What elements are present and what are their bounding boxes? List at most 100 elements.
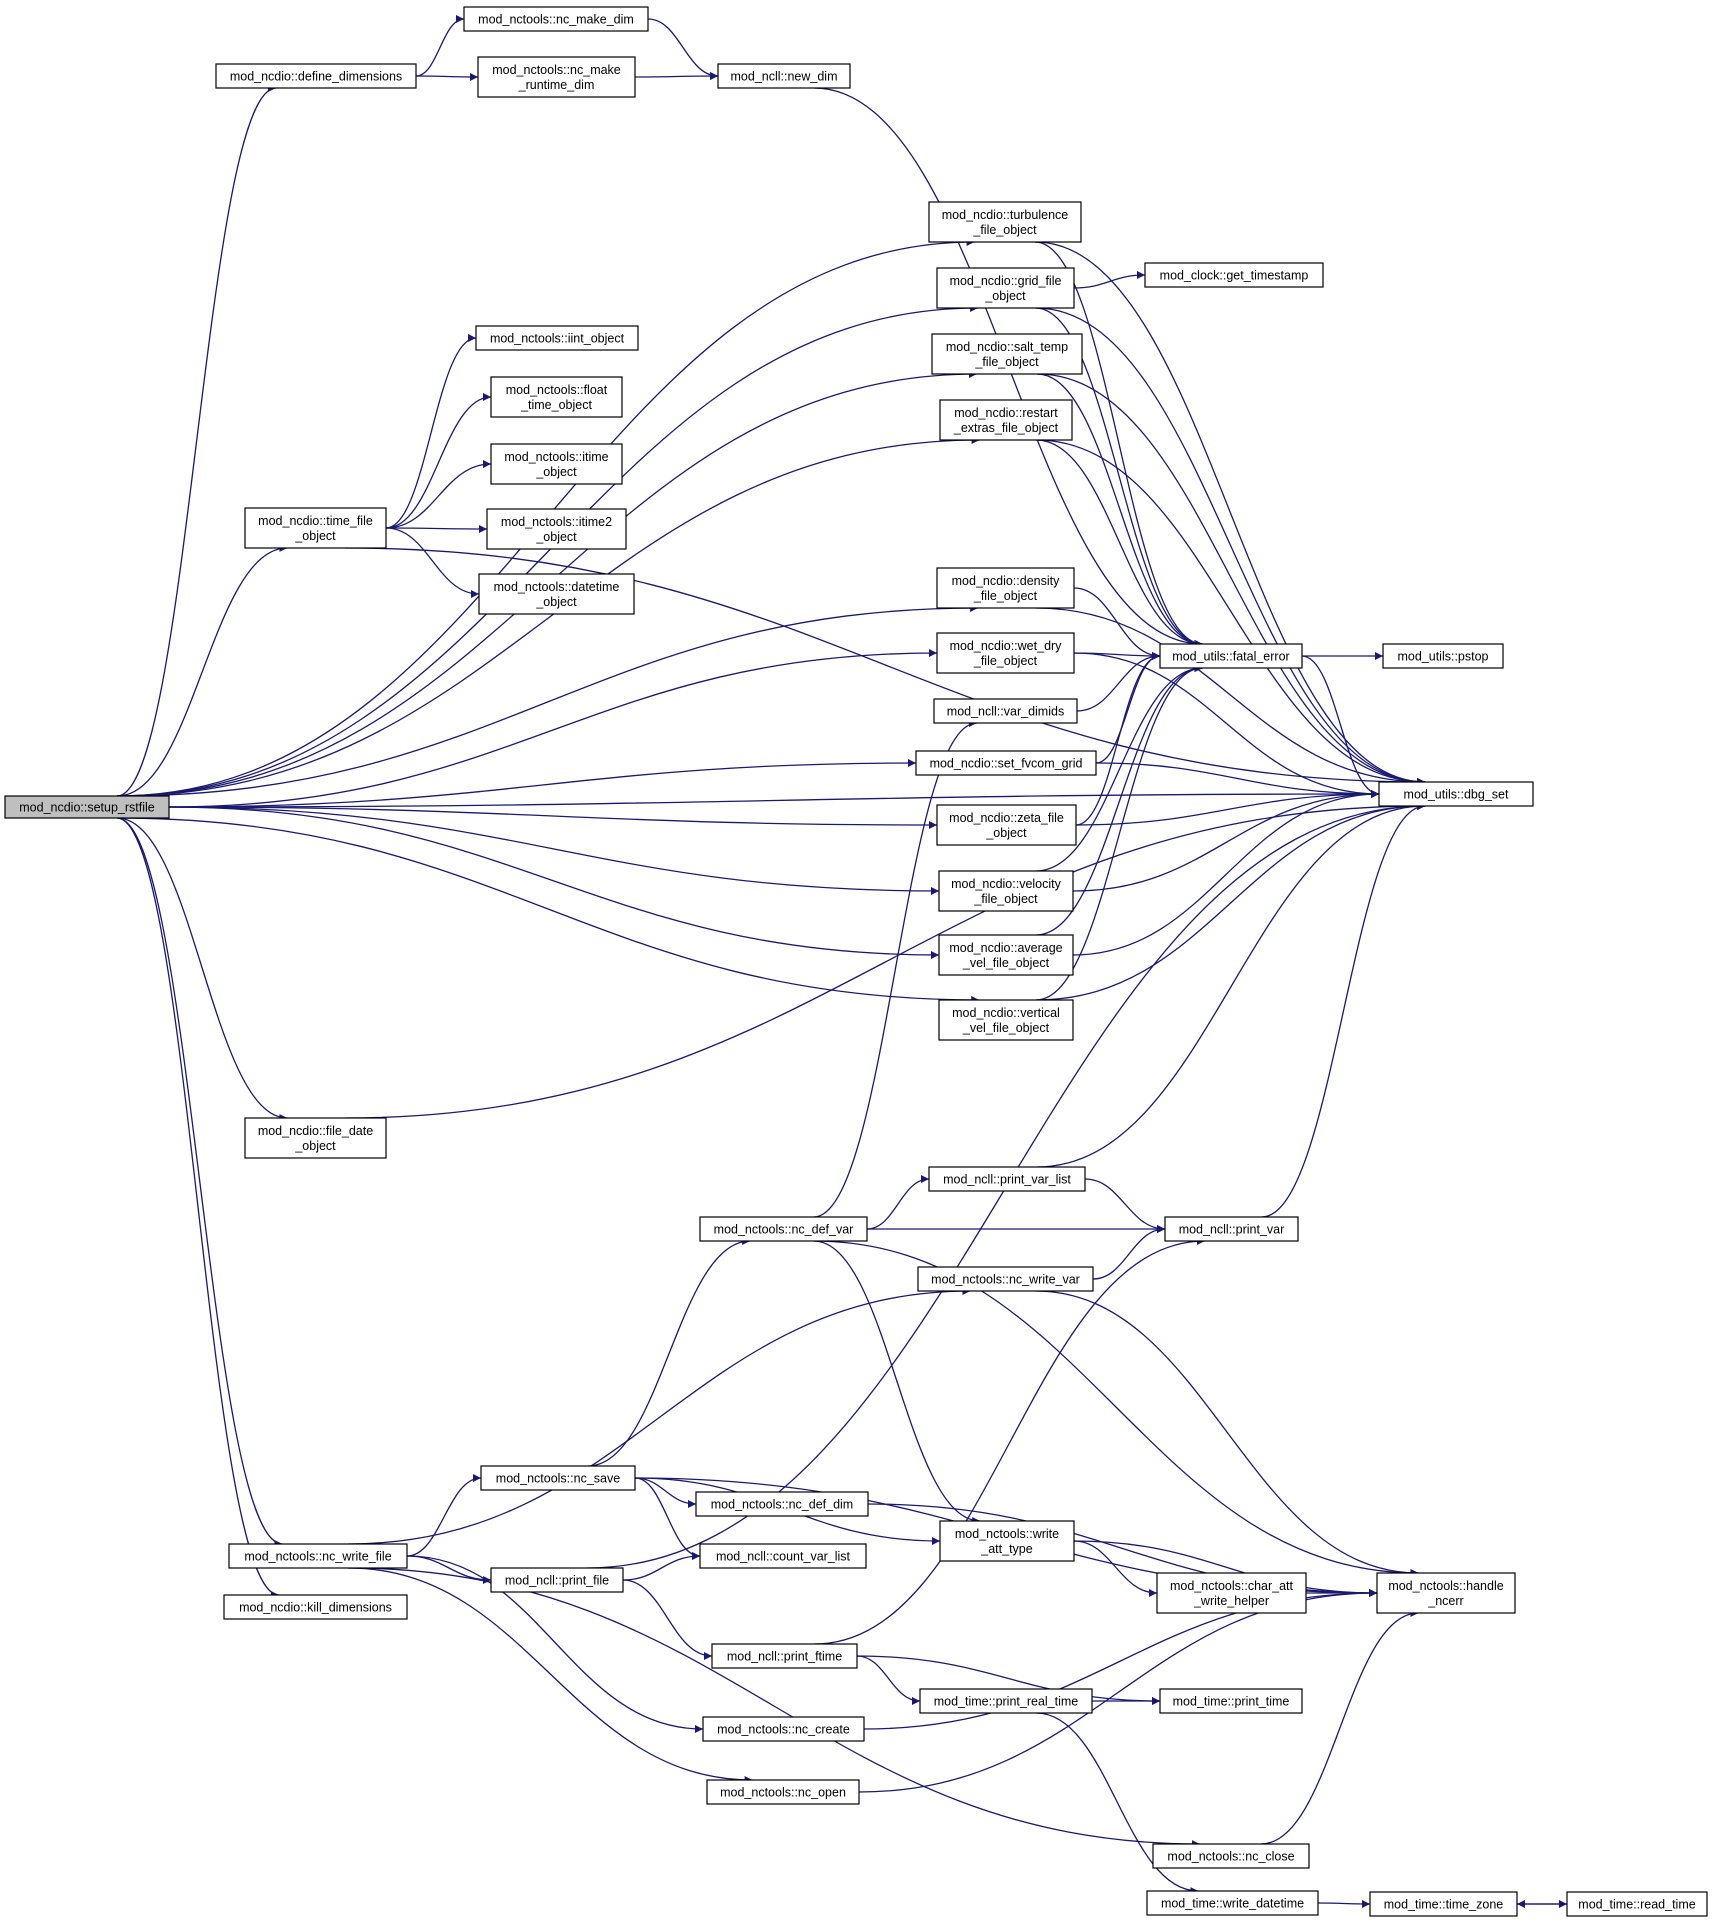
node-box-restart_extras_file_object[interactable] [939, 399, 1073, 441]
node-setup_rstfile[interactable]: mod_ncdio::setup_rstfile [4, 795, 170, 819]
node-nc_make_dim[interactable]: mod_nctools::nc_make_dim [463, 6, 649, 32]
node-var_dimids[interactable]: mod_ncll::var_dimids [933, 698, 1078, 724]
node-box-print_time[interactable] [1159, 1688, 1303, 1714]
node-file_date_object[interactable]: mod_ncdio::file_date_object [244, 1117, 387, 1159]
node-box-setup_rstfile[interactable] [4, 795, 170, 819]
node-box-velocity_file_object[interactable] [938, 870, 1074, 912]
node-zeta_file_object[interactable]: mod_ncdio::zeta_file_object [936, 804, 1077, 846]
node-print_time[interactable]: mod_time::print_time [1159, 1688, 1303, 1714]
node-box-dbg_set[interactable] [1378, 781, 1534, 807]
node-box-nc_make_dim[interactable] [463, 6, 649, 32]
node-box-vertical_vel_file_object[interactable] [938, 999, 1074, 1041]
node-read_time[interactable]: mod_time::read_time [1566, 1891, 1708, 1917]
node-box-nc_make_runtime_dim[interactable] [477, 56, 636, 98]
node-box-datetime_object[interactable] [478, 573, 635, 615]
node-nc_create[interactable]: mod_nctools::nc_create [702, 1716, 865, 1742]
node-box-var_dimids[interactable] [933, 698, 1078, 724]
node-box-print_real_time[interactable] [919, 1688, 1093, 1714]
node-box-read_time[interactable] [1566, 1891, 1708, 1917]
node-print_real_time[interactable]: mod_time::print_real_time [919, 1688, 1093, 1714]
node-box-print_var_list[interactable] [928, 1166, 1086, 1192]
node-box-average_vel_file_object[interactable] [938, 934, 1074, 976]
node-velocity_file_object[interactable]: mod_ncdio::velocity_file_object [938, 870, 1074, 912]
node-nc_write_var[interactable]: mod_nctools::nc_write_var [917, 1266, 1094, 1292]
node-box-get_timestamp[interactable] [1144, 262, 1324, 288]
node-kill_dimensions[interactable]: mod_ncdio::kill_dimensions [223, 1594, 408, 1620]
node-box-fatal_error[interactable] [1159, 643, 1303, 669]
node-turbulence_file_object[interactable]: mod_ncdio::turbulence_file_object [928, 201, 1082, 243]
node-nc_def_dim[interactable]: mod_nctools::nc_def_dim [695, 1491, 869, 1517]
node-print_file[interactable]: mod_ncll::print_file [490, 1567, 624, 1593]
node-average_vel_file_object[interactable]: mod_ncdio::average_vel_file_object [938, 934, 1074, 976]
node-print_ftime[interactable]: mod_ncll::print_ftime [711, 1643, 858, 1669]
node-nc_open[interactable]: mod_nctools::nc_open [706, 1779, 860, 1805]
node-box-zeta_file_object[interactable] [936, 804, 1077, 846]
node-box-itime_object[interactable] [490, 443, 623, 485]
node-time_zone[interactable]: mod_time::time_zone [1369, 1891, 1518, 1917]
node-box-pstop[interactable] [1382, 643, 1504, 669]
node-box-print_ftime[interactable] [711, 1643, 858, 1669]
node-box-nc_create[interactable] [702, 1716, 865, 1742]
node-box-itime2_object[interactable] [486, 508, 627, 550]
node-box-nc_save[interactable] [480, 1465, 636, 1491]
node-box-char_att_write_helper[interactable] [1156, 1572, 1307, 1614]
node-nc_save[interactable]: mod_nctools::nc_save [480, 1465, 636, 1491]
node-box-nc_def_var[interactable] [699, 1216, 868, 1242]
node-box-file_date_object[interactable] [244, 1117, 387, 1159]
node-iint_object[interactable]: mod_nctools::iint_object [475, 325, 639, 351]
node-box-count_var_list[interactable] [699, 1543, 867, 1569]
node-char_att_write_helper[interactable]: mod_nctools::char_att_write_helper [1156, 1572, 1307, 1614]
node-nc_make_runtime_dim[interactable]: mod_nctools::nc_make_runtime_dim [477, 56, 636, 98]
node-box-time_file_object[interactable] [244, 507, 387, 549]
node-box-nc_close[interactable] [1152, 1843, 1310, 1869]
node-restart_extras_file_object[interactable]: mod_ncdio::restart_extras_file_object [939, 399, 1073, 441]
node-box-write_att_type[interactable] [939, 1520, 1075, 1562]
node-box-nc_def_dim[interactable] [695, 1491, 869, 1517]
node-wet_dry_file_object[interactable]: mod_ncdio::wet_dry_file_object [936, 632, 1075, 674]
node-salt_temp_file_object[interactable]: mod_ncdio::salt_temp_file_object [931, 333, 1083, 375]
node-get_timestamp[interactable]: mod_clock::get_timestamp [1144, 262, 1324, 288]
node-float_time_object[interactable]: mod_nctools::float_time_object [490, 376, 623, 418]
node-box-nc_write_var[interactable] [917, 1266, 1094, 1292]
node-box-print_var[interactable] [1164, 1216, 1299, 1242]
node-handle_ncerr[interactable]: mod_nctools::handle_ncerr [1376, 1572, 1516, 1614]
node-box-handle_ncerr[interactable] [1376, 1572, 1516, 1614]
node-density_file_object[interactable]: mod_ncdio::density_file_object [936, 567, 1075, 609]
node-box-turbulence_file_object[interactable] [928, 201, 1082, 243]
node-box-density_file_object[interactable] [936, 567, 1075, 609]
node-write_att_type[interactable]: mod_nctools::write_att_type [939, 1520, 1075, 1562]
node-pstop[interactable]: mod_utils::pstop [1382, 643, 1504, 669]
node-box-salt_temp_file_object[interactable] [931, 333, 1083, 375]
node-box-define_dimensions[interactable] [215, 63, 417, 89]
node-datetime_object[interactable]: mod_nctools::datetime_object [478, 573, 635, 615]
node-box-float_time_object[interactable] [490, 376, 623, 418]
node-nc_close[interactable]: mod_nctools::nc_close [1152, 1843, 1310, 1869]
node-box-grid_file_object[interactable] [936, 267, 1075, 309]
node-box-print_file[interactable] [490, 1567, 624, 1593]
node-grid_file_object[interactable]: mod_ncdio::grid_file_object [936, 267, 1075, 309]
node-nc_def_var[interactable]: mod_nctools::nc_def_var [699, 1216, 868, 1242]
node-vertical_vel_file_object[interactable]: mod_ncdio::vertical_vel_file_object [938, 999, 1074, 1041]
node-nc_write_file[interactable]: mod_nctools::nc_write_file [228, 1543, 408, 1569]
node-dbg_set[interactable]: mod_utils::dbg_set [1378, 781, 1534, 807]
node-set_fvcom_grid[interactable]: mod_ncdio::set_fvcom_grid [915, 750, 1097, 776]
node-new_dim[interactable]: mod_ncll::new_dim [717, 63, 851, 89]
node-box-time_zone[interactable] [1369, 1891, 1518, 1917]
node-time_file_object[interactable]: mod_ncdio::time_file_object [244, 507, 387, 549]
node-count_var_list[interactable]: mod_ncll::count_var_list [699, 1543, 867, 1569]
node-box-nc_open[interactable] [706, 1779, 860, 1805]
node-box-set_fvcom_grid[interactable] [915, 750, 1097, 776]
node-itime2_object[interactable]: mod_nctools::itime2_object [486, 508, 627, 550]
node-print_var[interactable]: mod_ncll::print_var [1164, 1216, 1299, 1242]
node-define_dimensions[interactable]: mod_ncdio::define_dimensions [215, 63, 417, 89]
node-print_var_list[interactable]: mod_ncll::print_var_list [928, 1166, 1086, 1192]
node-write_datetime[interactable]: mod_time::write_datetime [1146, 1890, 1319, 1916]
node-box-write_datetime[interactable] [1146, 1890, 1319, 1916]
node-box-iint_object[interactable] [475, 325, 639, 351]
node-box-new_dim[interactable] [717, 63, 851, 89]
node-box-wet_dry_file_object[interactable] [936, 632, 1075, 674]
node-box-nc_write_file[interactable] [228, 1543, 408, 1569]
node-fatal_error[interactable]: mod_utils::fatal_error [1159, 643, 1303, 669]
node-itime_object[interactable]: mod_nctools::itime_object [490, 443, 623, 485]
node-box-kill_dimensions[interactable] [223, 1594, 408, 1620]
